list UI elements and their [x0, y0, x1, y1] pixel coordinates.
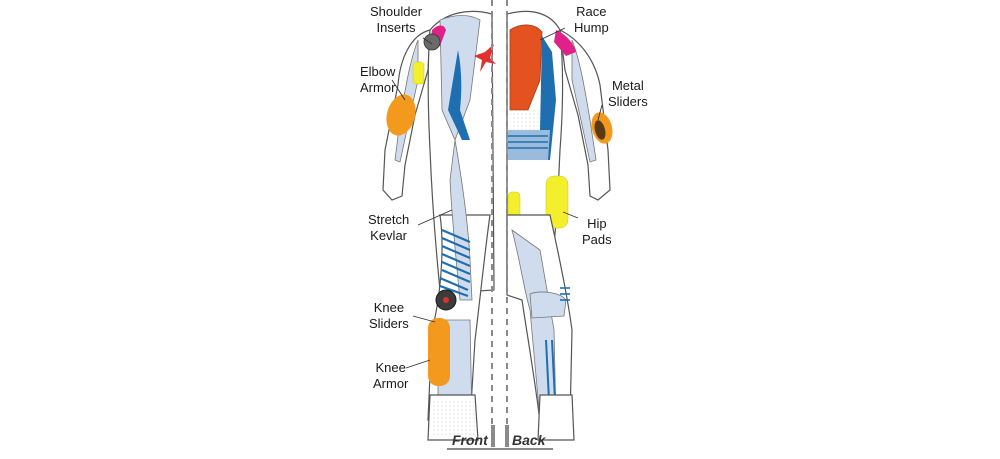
label-knee-armor-line2: Armor: [373, 376, 409, 391]
label-stretch-kevlar: Stretch Kevlar: [368, 212, 409, 244]
label-knee-armor-line1: Knee: [375, 360, 406, 375]
label-knee-sliders-line1: Knee: [373, 300, 405, 315]
back-knee-ribs: [560, 287, 570, 301]
race-hump-shape: [509, 24, 543, 111]
back-arm-stripe: [571, 39, 597, 163]
kevlar-ribs: [439, 228, 471, 298]
label-knee-armor: Knee Armor: [373, 360, 408, 392]
base-post-left: [491, 425, 495, 447]
label-shoulder-inserts: Shoulder Inserts: [370, 4, 422, 36]
label-stretch-kevlar-line2: Kevlar: [370, 228, 408, 243]
back-suit: [506, 10, 613, 441]
label-hip-pads: Hip Pads: [582, 216, 612, 248]
label-metal-sliders-line2: Sliders: [608, 94, 648, 109]
label-knee-sliders: Knee Sliders: [369, 300, 409, 332]
front-blue-stripe: [448, 50, 470, 140]
front-suit: [382, 10, 496, 441]
view-front-label: Front: [452, 432, 488, 448]
view-back-label: Back: [512, 432, 546, 448]
label-shoulder-inserts-line1: Shoulder: [370, 4, 423, 19]
label-hip-pads-line1: Hip: [587, 216, 607, 231]
label-elbow-armor-line1: Elbow: [360, 64, 396, 79]
base-post-right: [505, 425, 509, 447]
label-race-hump: Race Hump: [574, 4, 609, 36]
metal-slider-plate: [594, 120, 606, 140]
front-logo: [474, 44, 496, 72]
back-boot: [537, 394, 575, 441]
back-pale-panel: [508, 130, 550, 160]
label-shoulder-inserts-line2: Inserts: [376, 20, 416, 35]
label-stretch-kevlar-line1: Stretch: [368, 212, 410, 227]
hip-pad-right: [545, 175, 569, 229]
elbow-armor-pad: [386, 94, 416, 136]
label-elbow-armor: Elbow Armor: [360, 64, 395, 96]
label-metal-sliders: Metal Sliders: [608, 78, 648, 110]
label-elbow-armor-line2: Armor: [360, 80, 396, 95]
back-perforation: [510, 110, 540, 130]
leader-lines: [391, 27, 603, 369]
label-metal-sliders-line1: Metal: [611, 78, 644, 93]
label-race-hump-line1: Race: [576, 4, 607, 19]
front-shoulder-cap: [423, 33, 441, 51]
back-shoulder-insert: [554, 30, 576, 56]
back-knee-patch: [529, 291, 567, 319]
label-knee-sliders-line2: Sliders: [369, 316, 409, 331]
label-race-hump-line2: Hump: [574, 20, 609, 35]
knee-slider-center: [443, 297, 449, 303]
back-blue-panel: [508, 36, 556, 160]
front-boot-grid: [431, 400, 475, 436]
knee-armor-pad: [428, 318, 450, 386]
back-ribs: [508, 135, 548, 149]
label-hip-pads-line2: Pads: [582, 232, 612, 247]
front-elbow-insert: [412, 61, 425, 85]
